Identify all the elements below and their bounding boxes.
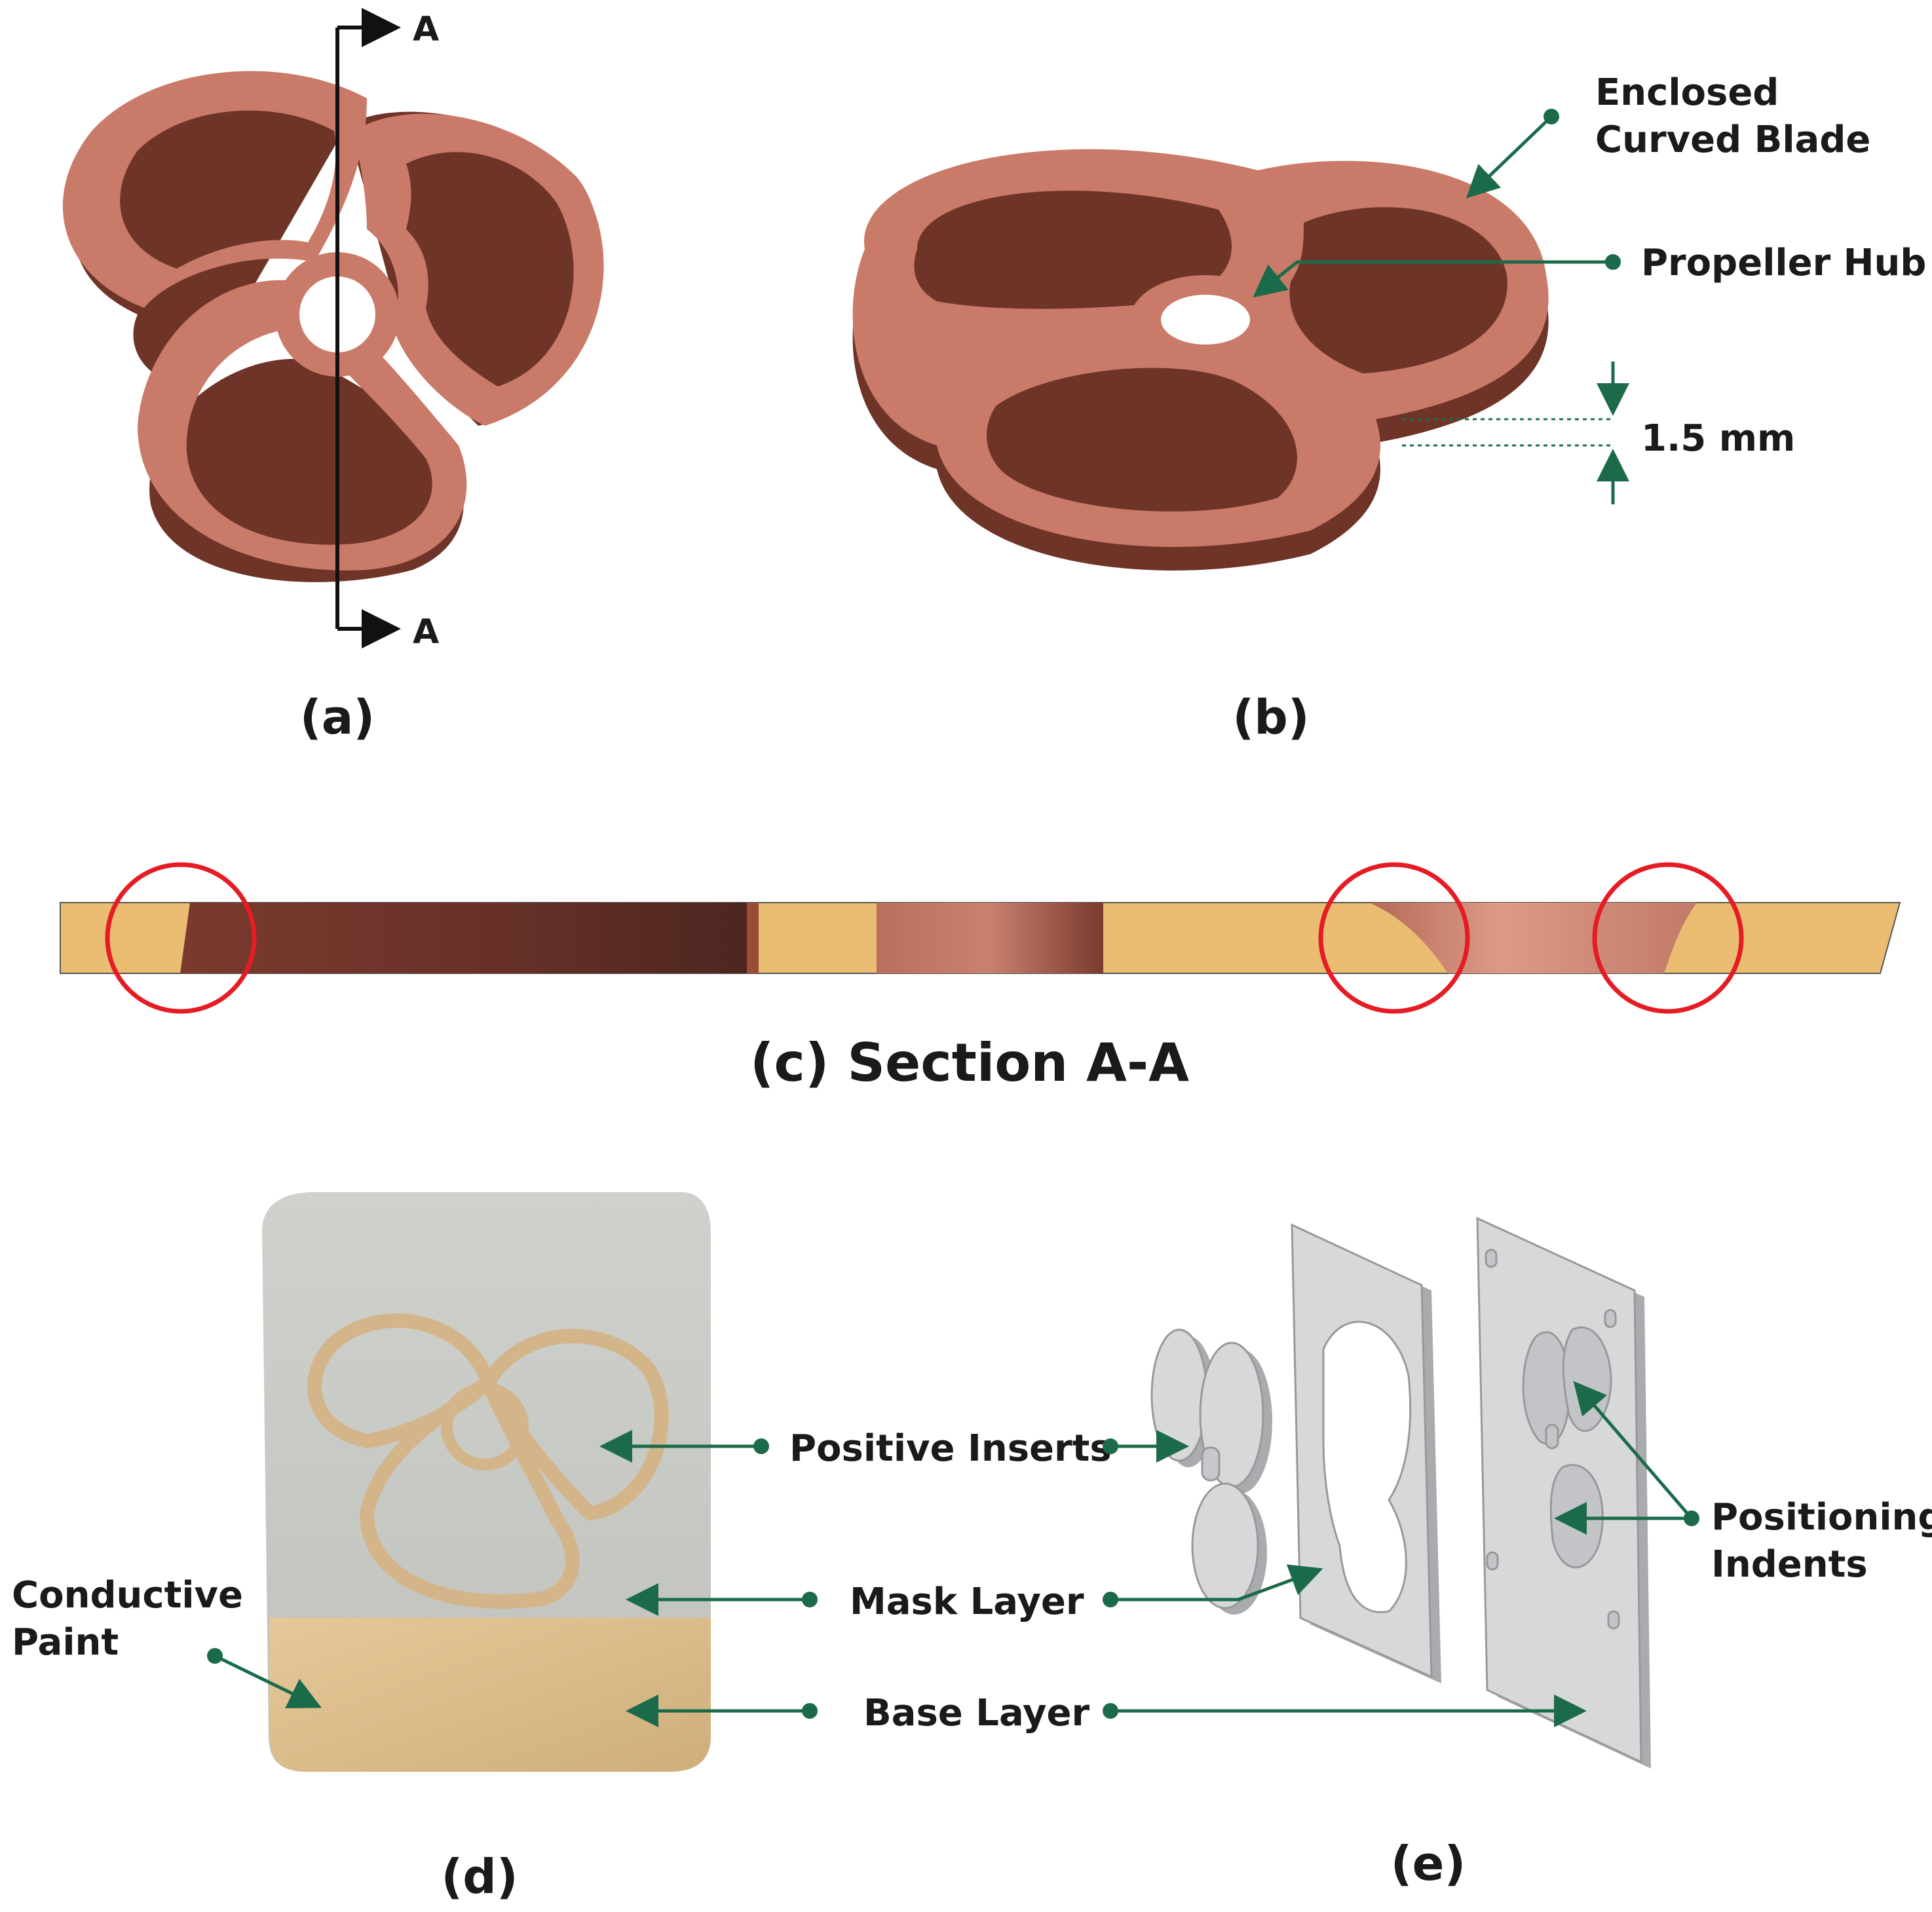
label-positioning-line1: Positioning xyxy=(1711,1496,1932,1539)
section-strip xyxy=(60,902,1901,974)
caption-c: (c) Section A-A xyxy=(750,1032,1189,1093)
label-hub: Propeller Hub xyxy=(1641,242,1927,284)
blade-3 xyxy=(138,280,467,571)
panel-b: Enclosed Curved Blade Propeller Hub 1.5 … xyxy=(852,71,1927,745)
label-base-layer: Base Layer xyxy=(863,1692,1090,1734)
propeller-isometric xyxy=(852,149,1549,571)
dot-mask-e xyxy=(1103,1592,1118,1607)
dot-base-d xyxy=(802,1703,818,1719)
mold-photo xyxy=(262,1192,711,1772)
shared-labels: Positive Inserts Mask Layer Base Layer xyxy=(789,1427,1112,1734)
label-paint-line1: Conductive xyxy=(12,1574,243,1617)
section-cavity-3 xyxy=(1369,903,1697,973)
section-cavity-1 xyxy=(180,903,747,973)
engraved-hub xyxy=(441,1383,529,1471)
section-mark-bottom: A xyxy=(413,612,439,652)
base-layer-painted xyxy=(270,1618,711,1772)
blade-label-dot xyxy=(1544,109,1559,124)
propeller-top-view xyxy=(62,71,604,582)
section-cavity-2 xyxy=(877,903,1103,973)
insert-1 xyxy=(1150,1328,1208,1462)
insert-3 xyxy=(1191,1482,1259,1609)
caption-a: (a) xyxy=(300,690,375,745)
dot-base-e xyxy=(1103,1703,1118,1719)
engraved-propeller xyxy=(307,1313,669,1609)
highlight-rings xyxy=(105,862,1744,1014)
highlight-ring-2 xyxy=(1318,862,1470,1014)
thickness-guides xyxy=(1402,418,1613,447)
label-paint-line2: Paint xyxy=(12,1621,119,1664)
dot-positive-d xyxy=(753,1438,769,1454)
annotation-arrows-b xyxy=(1253,115,1629,504)
panel-d: Conductive Paint (d) xyxy=(12,1192,818,1904)
label-mask-layer: Mask Layer xyxy=(850,1581,1084,1623)
dot-positioning xyxy=(1684,1510,1699,1526)
label-positioning-line2: Indents xyxy=(1711,1543,1868,1586)
section-mark-top: A xyxy=(413,10,439,49)
dot-positive-e xyxy=(1103,1438,1118,1454)
hub-label-dot xyxy=(1605,254,1621,270)
label-positive-inserts: Positive Inserts xyxy=(789,1427,1112,1470)
blade-2 xyxy=(354,113,604,426)
mask-opening xyxy=(1322,1321,1412,1613)
base-layer-part xyxy=(1476,1216,1651,1769)
section-line-a xyxy=(335,8,401,648)
dot-paint xyxy=(207,1648,223,1664)
dot-mask-d xyxy=(802,1592,818,1607)
mask-layer-part xyxy=(1291,1223,1441,1683)
panel-c: (c) Section A-A xyxy=(60,862,1901,1093)
annotation-arrows-e xyxy=(1110,1381,1693,1727)
caption-e: (e) xyxy=(1391,1836,1466,1891)
iso-hub-hole xyxy=(1161,295,1250,345)
label-thickness: 1.5 mm xyxy=(1641,417,1795,460)
insert-hub xyxy=(1201,1446,1221,1482)
highlight-ring-3 xyxy=(1592,862,1744,1014)
caption-d: (d) xyxy=(441,1849,518,1904)
panel-e: Positioning Indents (e) xyxy=(1103,1216,1932,1891)
blade-1 xyxy=(62,71,367,309)
panel-a: A A (a) xyxy=(62,8,604,745)
label-blade-line2: Curved Blade xyxy=(1595,119,1870,161)
annotation-arrows-d xyxy=(214,1430,810,1727)
highlight-ring-1 xyxy=(105,862,257,1014)
positive-inserts xyxy=(1150,1328,1272,1615)
label-blade-line1: Enclosed xyxy=(1595,71,1779,114)
caption-b: (b) xyxy=(1232,690,1309,745)
